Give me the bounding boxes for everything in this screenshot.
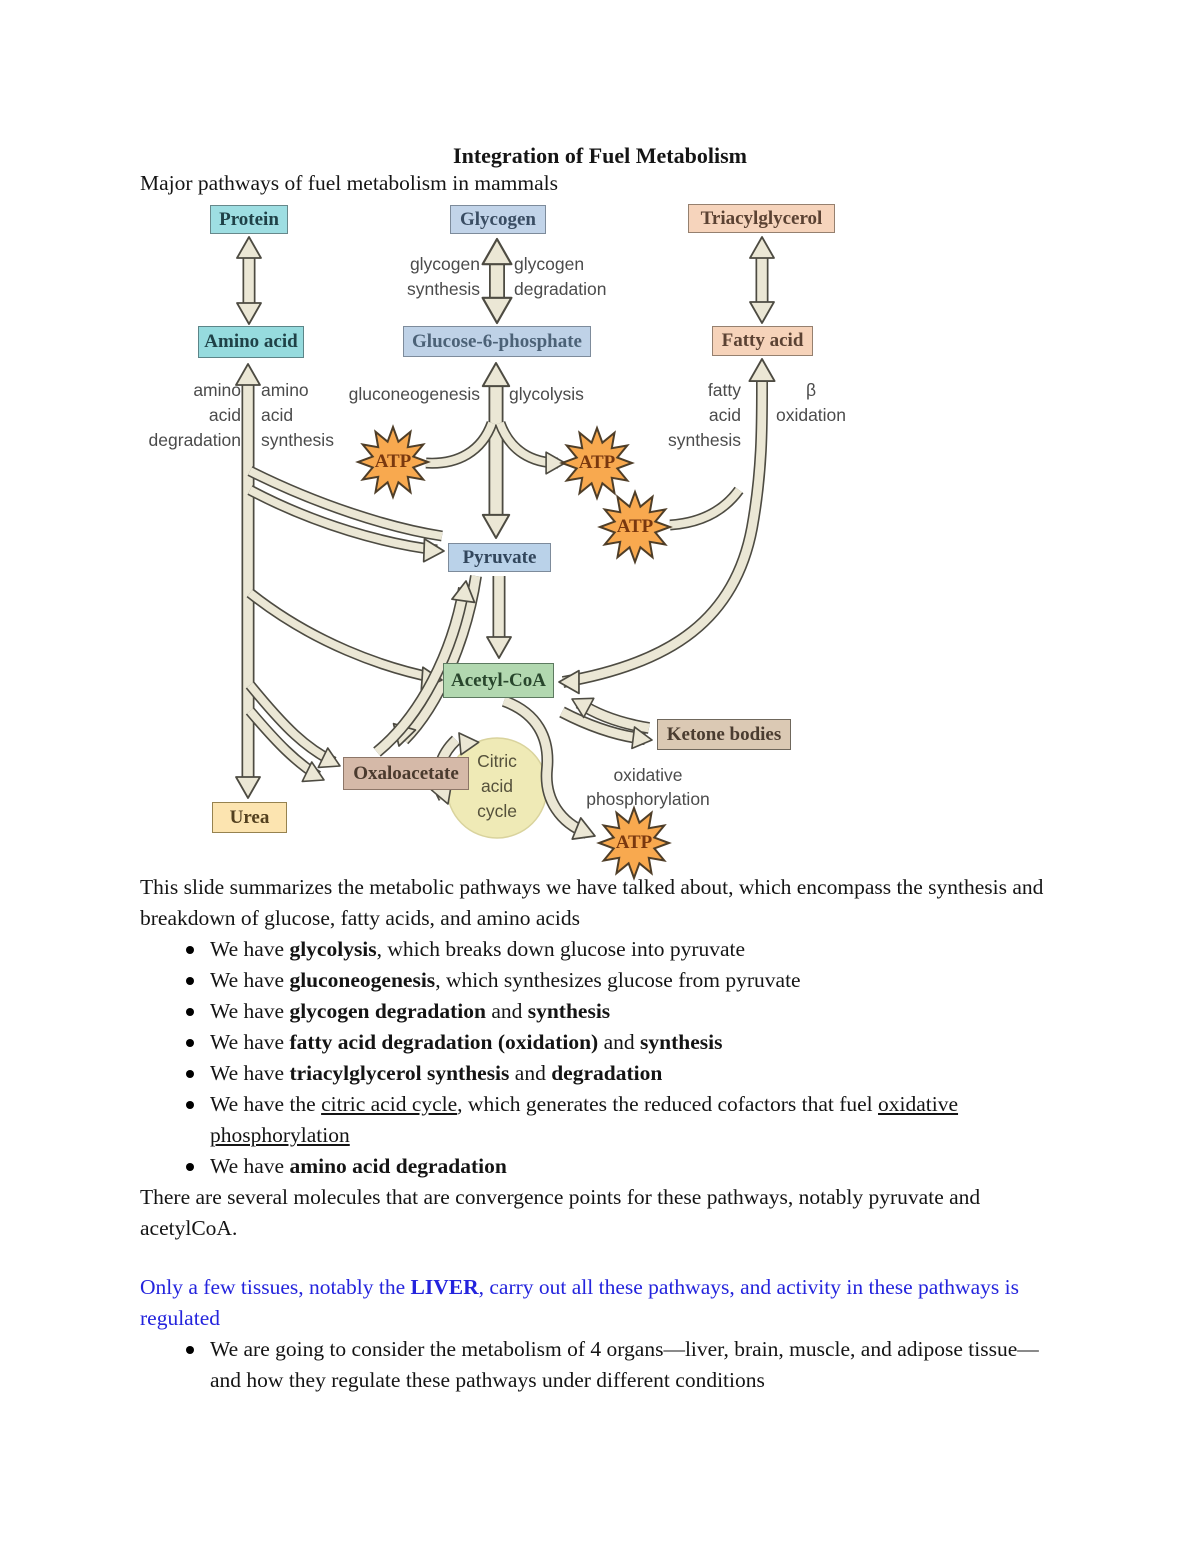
text-segment: We have [210,1154,290,1178]
bullet-dot [186,1163,194,1171]
node-glycogen: Glycogen [450,205,546,234]
label-gluconeogenesis: gluconeogenesis [348,384,480,404]
text-segment: , carry out all these pathways, and acti… [140,1275,1019,1330]
node-pyruvate: Pyruvate [448,543,551,572]
text-segment: We have the [210,1092,322,1116]
metabolism-diagram: Protein Glycogen Triacylglycerol Amino a… [138,195,848,885]
bullet-item: We have fatty acid degradation (oxidatio… [140,1027,1064,1058]
text-segment: There are several molecules that are con… [140,1185,981,1240]
text-segment: , which generates the reduced cofactors … [457,1092,879,1116]
text-segment: fatty acid degradation (oxidation) [289,1030,599,1054]
arrow-glycogen-g6p [481,237,513,325]
text-segment: oxidative phosphorylation [210,1092,959,1147]
text-segment: glycogen degradation [289,999,486,1023]
text-segment: We have [210,1030,290,1054]
label-glycolysis: glycolysis [509,384,584,404]
node-triacylglycerol: Triacylglycerol [688,204,835,233]
body-paragraph: This slide summarizes the metabolic path… [140,872,1064,934]
label-beta-oxidation: β oxidation [775,380,847,425]
atp-burst-glycolysis [559,425,635,501]
bullet-dot [186,1101,194,1109]
label-glycogen-degradation: glycogen degradation [514,254,607,299]
text-segment: and [485,999,528,1023]
atp-label: ATP [615,832,653,853]
arrow-g6p-pyruvate [425,362,566,539]
text-segment: glycolysis [289,937,377,961]
label-amino-acid-synthesis: amino acid synthesis [261,380,334,450]
bullet-dot [186,1008,194,1016]
text-segment: We have [210,968,290,992]
text-segment: LIVER [410,1275,479,1299]
bullet-item: We have the citric acid cycle, which gen… [140,1089,1064,1151]
atp-burst-gluconeogenesis [355,424,431,500]
text-segment: triacylglycerol synthesis [289,1061,510,1085]
bullet-item: We are going to consider the metabolism … [140,1334,1064,1396]
text-segment: synthesis [527,999,611,1023]
bullet-item: We have glycogen degradation and synthes… [140,996,1064,1027]
body-paragraph: There are several molecules that are con… [140,1182,1064,1244]
bullet-dot [186,1346,194,1354]
node-protein: Protein [210,205,288,234]
bullet-dot [186,1039,194,1047]
arrow-amino-to-pyruvate [247,466,446,564]
text-segment: and [509,1061,552,1085]
text-segment: We have [210,1061,290,1085]
text-segment: citric acid cycle [321,1092,458,1116]
atp-burst-oxphos [596,805,672,881]
bullet-dot [186,946,194,954]
atp-label: ATP [616,516,654,537]
node-amino-acid: Amino acid [198,326,304,358]
atp-burst-fatty-acid [597,489,673,565]
node-urea: Urea [212,802,287,833]
notes-body: This slide summarizes the metabolic path… [140,872,1064,1396]
arrow-amino-to-acetyl [246,588,444,693]
text-segment: and [598,1030,641,1054]
arrow-acetyl-ketone [559,688,655,752]
label-amino-acid-degradation: amino acid degradation [148,380,241,450]
text-segment: degradation [551,1061,663,1085]
text-segment: , which breaks down glucose into pyruvat… [376,937,746,961]
bullet-dot [186,977,194,985]
text-segment: We are going to consider the metabolism … [210,1337,1039,1392]
atp-label: ATP [578,452,616,473]
label-oxidative-phosphorylation: oxidative phosphorylation [586,765,710,809]
text-segment: amino acid degradation [289,1154,507,1178]
arrow-citric-to-atp [501,695,601,848]
bullet-dot [186,1070,194,1078]
page-title: Integration of Fuel Metabolism [453,143,747,168]
node-citric-acid-cycle: Citric acid cycle [477,751,517,821]
bullet-item: We have amino acid degradation [140,1151,1064,1182]
text-segment: This slide summarizes the metabolic path… [140,875,1044,930]
arrow-fatty-acid-acetyl [558,358,776,695]
text-segment: synthesis [640,1030,723,1054]
arrow-oxaloacetate-to-pyruvate [373,578,479,757]
node-fatty-acid: Fatty acid [712,326,813,356]
arrow-pyruvate-acetyl [486,576,512,659]
atp-label: ATP [374,451,412,472]
text-segment: We have [210,999,290,1023]
label-glycogen-synthesis: glycogen synthesis [407,254,480,299]
node-ketone-bodies: Ketone bodies [657,719,791,750]
bullet-item: We have glycolysis, which breaks down gl… [140,934,1064,965]
arrow-amino-to-oxaloacetate [245,681,346,791]
node-oxaloacetate: Oxaloacetate [343,757,469,790]
body-paragraph: Only a few tissues, notably the LIVER, c… [140,1272,1064,1334]
text-segment: Only a few tissues, notably the [140,1275,411,1299]
text-segment: , which synthesizes glucose from pyruvat… [435,968,801,992]
text-segment: We have [210,937,290,961]
text-segment: gluconeogenesis [289,968,436,992]
node-acetyl-coa: Acetyl-CoA [443,663,554,698]
bullet-item: We have triacylglycerol synthesis and de… [140,1058,1064,1089]
arrow-protein-amino-acid [236,236,262,325]
arrow-triacylglycerol-fatty-acid [749,236,775,324]
label-fatty-acid-synthesis: fatty acid synthesis [668,380,741,450]
node-glucose-6-phosphate: Glucose-6-phosphate [403,326,591,357]
bullet-item: We have gluconeogenesis, which synthesiz… [140,965,1064,996]
page-subtitle: Major pathways of fuel metabolism in mam… [140,171,558,195]
